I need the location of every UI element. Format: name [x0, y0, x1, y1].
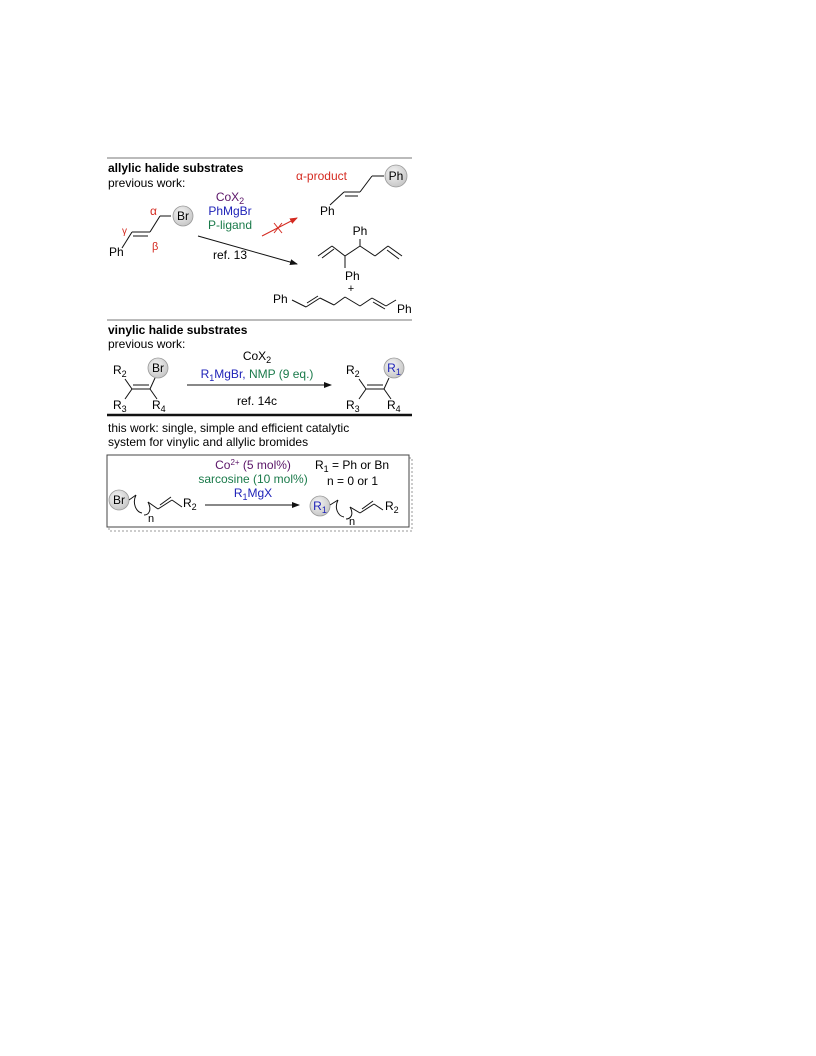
section1-header: allylic halide substrates [108, 161, 244, 175]
allyl-br-label: Br [113, 493, 125, 507]
vinyl-reagent-cox2: CoX2 [243, 349, 271, 365]
beta-label: β [152, 241, 158, 253]
product-r1-ball [309, 495, 331, 517]
substrate-n: n [148, 513, 154, 525]
br-label: Br [177, 209, 189, 223]
reagent-p-ligand: P-ligand [208, 218, 252, 232]
linear-product-structure [291, 295, 397, 310]
alpha-label: α [150, 204, 157, 218]
product-r2-label: R2 [385, 499, 399, 515]
ph-label: Ph [109, 245, 124, 259]
substrate-chain-structure [128, 494, 183, 516]
vinyl-reagent-grignard: R1MgBr, NMP (9 eq.) [201, 367, 314, 383]
this-work-line2: system for vinylic and allylic bromides [108, 435, 308, 449]
ph-circle-label: Ph [389, 169, 404, 183]
vinyl-br-label: Br [152, 361, 164, 375]
cobalt-catalyst: Co2+ (5 mol%) [215, 458, 291, 472]
grignard-reagent: R1MgX [234, 486, 272, 502]
reagent-phmgbr: PhMgBr [208, 204, 251, 218]
vinyl-br-circle [147, 357, 169, 379]
product-r1: R1 [387, 361, 401, 377]
diene-ph-bottom: Ph [345, 269, 360, 283]
ph-circle [384, 164, 408, 188]
sarcosine-ligand: sarcosine (10 mol%) [198, 472, 307, 486]
product-r2: R2 [346, 363, 360, 379]
substrate-r3: R3 [113, 398, 127, 414]
alpha-product-structure [329, 175, 384, 206]
diene-ph-top: Ph [353, 224, 368, 238]
this-work-box [106, 454, 410, 528]
substrate-r4: R4 [152, 398, 166, 414]
product-r1-ball-label: R1 [313, 499, 327, 515]
linear-ph-right: Ph [397, 302, 412, 316]
vinyl-substrate-structure [124, 377, 158, 400]
substrate-r2: R2 [113, 363, 127, 379]
substrate-r2-label: R2 [183, 496, 197, 512]
alpha-product-ph: Ph [320, 204, 335, 218]
alpha-product-label: α-product [296, 169, 348, 183]
section1-subheader: previous work: [108, 176, 185, 190]
allyl-bromide-structure [121, 215, 171, 249]
cross-mark [273, 222, 283, 234]
product-r3: R3 [346, 398, 360, 414]
product-r1-circle [383, 357, 405, 379]
gamma-label: γ [122, 226, 127, 237]
reference-14c: ref. 14c [237, 394, 277, 408]
product-r4: R4 [387, 398, 401, 414]
this-work-line1: this work: single, simple and efficient … [108, 421, 349, 435]
product-chain-structure [329, 499, 384, 520]
section2-header: vinylic halide substrates [108, 323, 248, 337]
reference-13: ref. 13 [213, 248, 247, 262]
failed-arrow [261, 217, 298, 237]
n-definition: n = 0 or 1 [327, 474, 378, 488]
product-n: n [349, 516, 355, 528]
section2-subheader: previous work: [108, 337, 185, 351]
r1-definition: R1 = Ph or Bn [315, 458, 389, 474]
plus-sign: + [348, 283, 354, 295]
reagent-cox2: CoX2 [216, 190, 244, 206]
linear-ph-left: Ph [273, 292, 288, 306]
br-circle [172, 205, 194, 227]
diene-product-structure [317, 239, 403, 268]
reaction-arrow-1 [197, 235, 298, 265]
vinyl-product-structure [358, 377, 392, 400]
